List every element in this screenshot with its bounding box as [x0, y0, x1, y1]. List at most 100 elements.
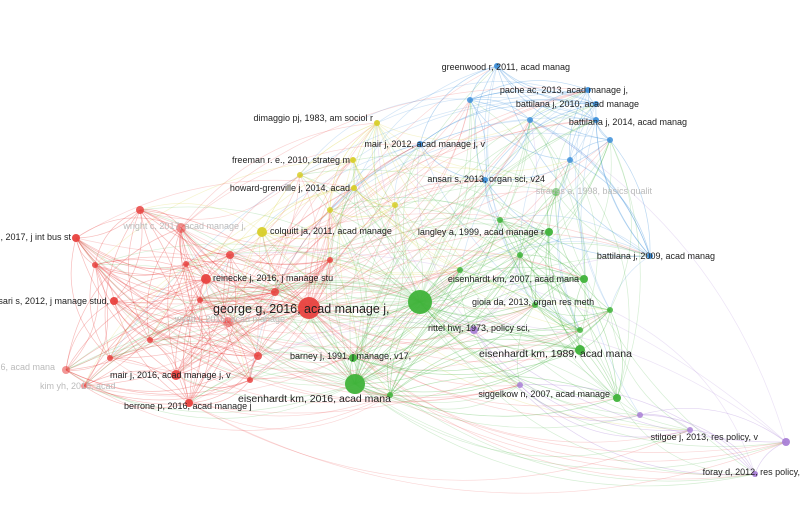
- link-edge: [473, 329, 756, 476]
- network-node-n13[interactable]: [72, 234, 80, 242]
- network-node-n4[interactable]: [593, 117, 599, 123]
- network-node-minor[interactable]: [517, 252, 523, 258]
- link-edge: [329, 143, 421, 211]
- network-node-minor[interactable]: [527, 117, 533, 123]
- network-node-minor[interactable]: [687, 427, 693, 433]
- network-node-n30[interactable]: [185, 399, 193, 407]
- network-node-minor[interactable]: [392, 202, 398, 208]
- node-label-n12: colquitt ja, 2011, acad manage: [270, 226, 392, 236]
- network-node-n14[interactable]: [545, 228, 553, 236]
- network-node-minor[interactable]: [107, 355, 113, 361]
- network-node-minor[interactable]: [387, 392, 393, 398]
- network-node-minor[interactable]: [517, 382, 523, 388]
- link-edge: [352, 159, 461, 271]
- link-edge: [175, 119, 597, 376]
- link-edge: [94, 263, 187, 276]
- link-edge: [499, 219, 537, 306]
- network-node-n11[interactable]: [176, 223, 186, 233]
- link-edge: [65, 264, 99, 371]
- network-node-minor[interactable]: [247, 377, 253, 383]
- network-node-minor[interactable]: [637, 412, 643, 418]
- link-edge: [83, 259, 331, 387]
- network-node-n29[interactable]: [613, 394, 621, 402]
- link-edge: [329, 204, 396, 218]
- link-edge: [113, 300, 259, 357]
- network-node-n17[interactable]: [580, 275, 588, 283]
- network-node-n7[interactable]: [350, 157, 356, 163]
- link-edge: [403, 143, 421, 303]
- link-edge: [389, 254, 521, 396]
- link-edge: [419, 301, 581, 353]
- network-node-minor[interactable]: [497, 217, 503, 223]
- network-node-n27[interactable]: [81, 383, 87, 389]
- link-edge: [188, 379, 251, 405]
- link-edge: [188, 307, 310, 404]
- link-edge: [352, 119, 597, 359]
- network-node-n24[interactable]: [575, 345, 585, 355]
- network-node-n8[interactable]: [482, 177, 488, 183]
- network-node-n1[interactable]: [494, 63, 500, 69]
- link-edge: [227, 187, 355, 323]
- network-node-n20[interactable]: [408, 290, 432, 314]
- link-edge: [188, 254, 236, 404]
- network-node-minor[interactable]: [327, 257, 333, 263]
- network-node-n9[interactable]: [552, 188, 560, 196]
- network-node-minor[interactable]: [297, 172, 303, 178]
- network-node-minor[interactable]: [577, 327, 583, 333]
- network-node-n26[interactable]: [171, 370, 181, 380]
- link-edge: [274, 217, 550, 293]
- link-edge: [376, 122, 571, 172]
- link-edge: [183, 278, 207, 404]
- network-node-n25[interactable]: [62, 366, 70, 374]
- link-edge: [205, 259, 331, 289]
- network-node-n16[interactable]: [201, 274, 211, 284]
- network-node-n12[interactable]: [257, 227, 267, 237]
- network-node-minor[interactable]: [92, 262, 98, 268]
- network-node-minor[interactable]: [254, 352, 262, 360]
- network-node-minor[interactable]: [271, 288, 279, 296]
- network-node-n28[interactable]: [345, 374, 365, 394]
- network-node-n22[interactable]: [470, 326, 478, 334]
- network-node-n23[interactable]: [349, 354, 357, 362]
- link-edge: [249, 269, 461, 381]
- link-edge: [308, 307, 611, 350]
- link-edge: [188, 367, 356, 404]
- network-node-n3[interactable]: [593, 101, 599, 107]
- link-edge: [75, 237, 391, 396]
- network-node-n6[interactable]: [374, 120, 380, 126]
- link-edge: [83, 305, 310, 387]
- network-node-n31[interactable]: [782, 438, 790, 446]
- network-node-minor[interactable]: [327, 207, 333, 213]
- network-node-n10[interactable]: [351, 185, 357, 191]
- link-edge: [180, 227, 259, 357]
- link-edge: [70, 237, 111, 359]
- network-node-minor[interactable]: [136, 206, 144, 214]
- link-edge: [394, 204, 521, 386]
- network-node-minor[interactable]: [467, 97, 473, 103]
- network-node-minor[interactable]: [226, 251, 234, 259]
- network-node-minor[interactable]: [147, 337, 153, 343]
- network-node-n21[interactable]: [223, 317, 233, 327]
- network-node-minor[interactable]: [567, 157, 573, 163]
- link-edge: [175, 291, 276, 376]
- network-node-n15[interactable]: [647, 253, 653, 259]
- link-edge: [65, 303, 310, 371]
- network-node-minor[interactable]: [532, 302, 538, 308]
- network-node-n5[interactable]: [417, 141, 423, 147]
- link-edge: [459, 241, 651, 271]
- network-node-minor[interactable]: [457, 267, 463, 273]
- link-edge: [199, 299, 251, 381]
- link-edge: [109, 304, 536, 379]
- network-node-minor[interactable]: [607, 307, 613, 313]
- link-edge: [188, 187, 355, 404]
- network-node-minor[interactable]: [607, 137, 613, 143]
- network-node-minor[interactable]: [197, 297, 203, 303]
- network-node-minor[interactable]: [183, 261, 189, 267]
- network-node-n19[interactable]: [298, 297, 320, 319]
- network-node-n2[interactable]: [585, 87, 591, 93]
- link-edge: [484, 119, 531, 181]
- network-node-n32[interactable]: [752, 471, 758, 477]
- network-node-n18[interactable]: [110, 297, 118, 305]
- link-edge: [519, 254, 581, 331]
